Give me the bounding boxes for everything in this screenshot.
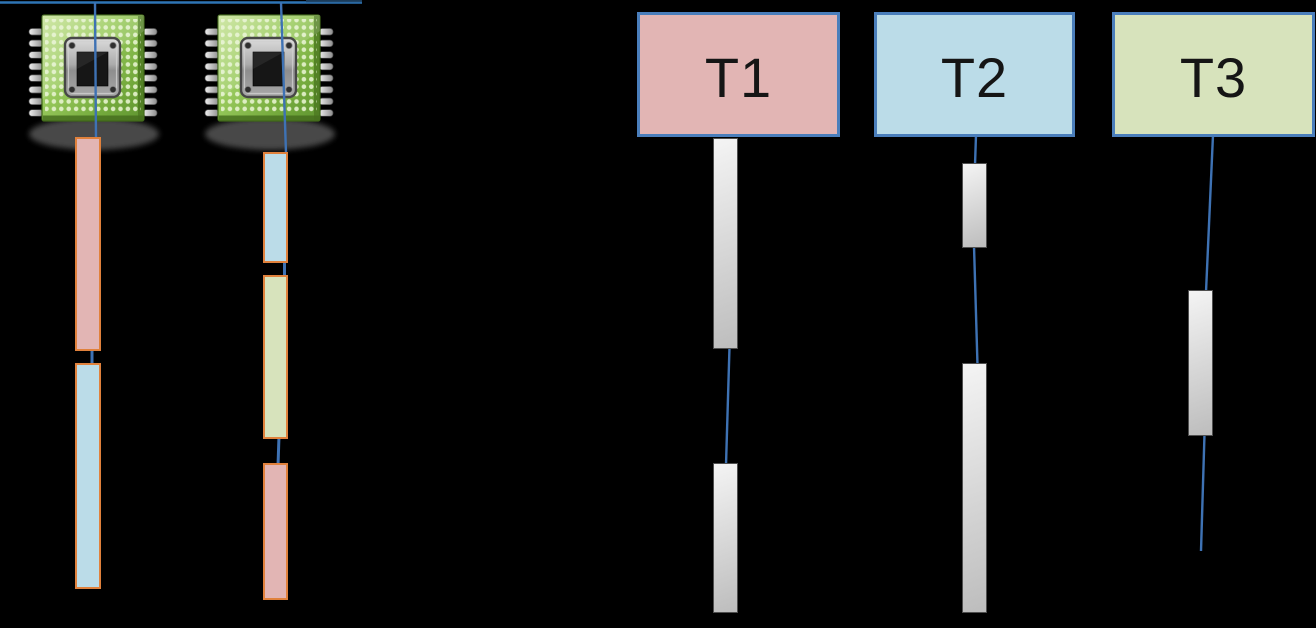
cpu2-bus-drop-line: [279, 2, 288, 154]
cpu1-slot-t1: [75, 137, 101, 351]
cpu1-slot-t2: [75, 363, 101, 589]
cpu2-slot-t1: [263, 463, 288, 600]
t2-exec-burst-2: [962, 363, 987, 613]
thread-label-t3: T3: [1179, 45, 1248, 109]
cpu2-slot-t3: [263, 275, 288, 439]
cpu2-slot-t2: [263, 152, 288, 263]
thread-label-t1: T1: [704, 45, 773, 109]
cpu2-icon: [205, 15, 335, 150]
t2-exec-burst-1: [962, 163, 987, 248]
thread-label-t2: T2: [940, 45, 1009, 109]
cpu1-bus-drop-line: [93, 2, 98, 141]
thread-box-t3: T3: [1112, 12, 1315, 137]
t1-exec-burst-2: [713, 463, 738, 613]
t2-box-connector: [973, 134, 978, 166]
t3-tail-connector: [1199, 433, 1206, 552]
t1-exec-burst-1: [713, 138, 738, 349]
t3-exec-burst-1: [1188, 290, 1213, 436]
t1-burst-connector: [724, 346, 731, 466]
thread-box-t2: T2: [874, 12, 1075, 137]
cpu1-icon: [29, 15, 159, 150]
t2-burst-connector: [972, 245, 979, 366]
thread-box-t1: T1: [637, 12, 840, 137]
cpu2-slot-gap-connector-2: [276, 435, 281, 467]
t3-box-connector: [1204, 134, 1215, 293]
